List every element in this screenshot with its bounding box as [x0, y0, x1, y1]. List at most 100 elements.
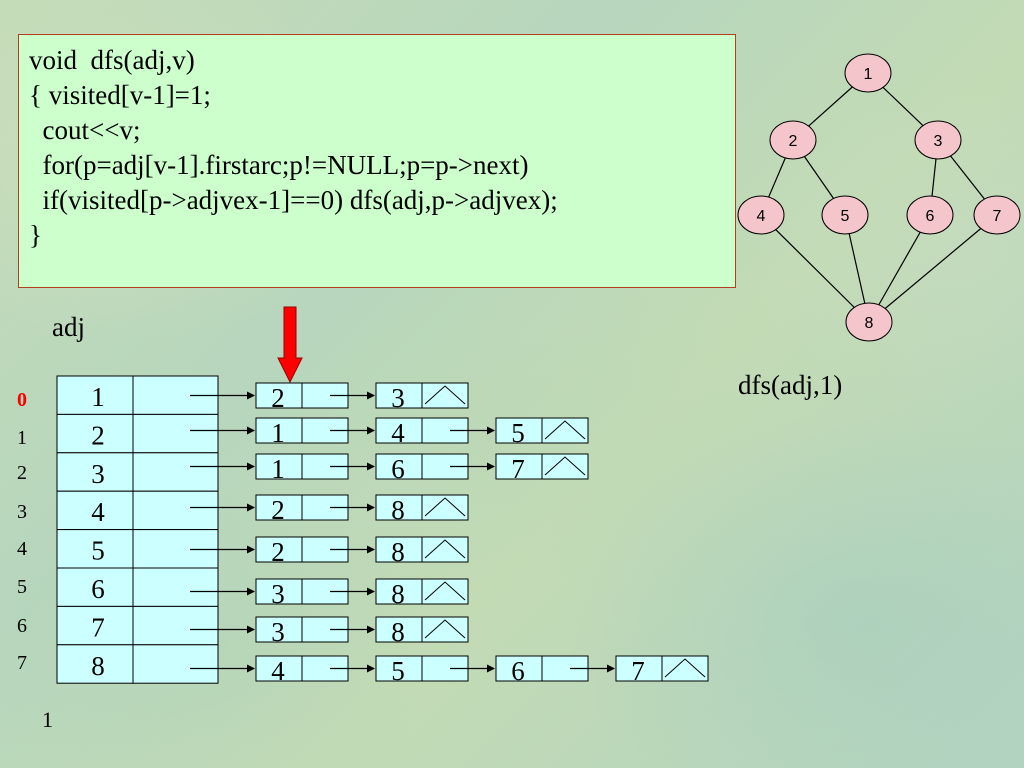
list-node-data [375, 453, 423, 480]
array-vertex-cell [56, 413, 134, 454]
code-line: { visited[v-1]=1; [29, 80, 211, 110]
graph-node [914, 120, 962, 160]
list-node-data [255, 417, 303, 444]
array-vertex-label: 6 [91, 574, 105, 604]
array-index: 2 [17, 462, 27, 484]
array-pointer-cell [132, 490, 219, 531]
list-node-value: 8 [391, 617, 405, 647]
array-index: 3 [17, 501, 27, 523]
list-node-value: 5 [511, 418, 525, 448]
list-node-value: 6 [391, 454, 405, 484]
list-node-value: 6 [511, 656, 525, 686]
graph-node-label: 2 [789, 133, 798, 150]
array-index: 6 [17, 615, 27, 637]
graph-node [737, 195, 785, 235]
list-node-next [421, 616, 469, 643]
list-node-next [421, 494, 469, 521]
list-node-value: 1 [271, 418, 285, 448]
list-node-next [541, 453, 589, 480]
list-node-next [421, 536, 469, 563]
null-pointer-icon [664, 658, 706, 678]
graph-node-label: 5 [841, 208, 850, 225]
graph-node [845, 302, 893, 342]
code-line: void dfs(adj,v) [29, 45, 195, 75]
code-line: for(p=adj[v-1].firstarc;p!=NULL;p=p->nex… [29, 150, 529, 180]
list-node-value: 4 [391, 418, 405, 448]
array-vertex-label: 5 [91, 536, 105, 566]
array-index: 5 [17, 576, 27, 598]
array-vertex-cell [56, 375, 134, 415]
array-index: 1 [17, 427, 27, 449]
list-node-next [661, 655, 709, 682]
null-pointer-icon [424, 497, 466, 517]
code-line: if(visited[p->adjvex-1]==0) dfs(adj,p->a… [29, 185, 558, 215]
array-index: 4 [17, 538, 27, 560]
array-vertex-label: 3 [91, 459, 105, 489]
null-pointer-icon [424, 539, 466, 559]
list-node-data [255, 453, 303, 480]
code-line: cout<<v; [29, 115, 141, 145]
list-node-value: 3 [271, 579, 285, 609]
list-node-value: 2 [271, 537, 285, 567]
graph-edge [868, 214, 998, 323]
list-node-value: 1 [271, 454, 285, 484]
graph-node-label: 4 [757, 208, 766, 225]
graph-node [844, 53, 892, 93]
traversal-output: 1 [42, 707, 53, 732]
array-vertex-label: 8 [91, 651, 105, 681]
list-node-data [375, 382, 423, 409]
list-node-data [375, 578, 423, 605]
null-pointer-icon [544, 420, 586, 440]
list-node-value: 8 [391, 537, 405, 567]
list-node-value: 4 [271, 656, 285, 686]
array-vertex-label: 2 [91, 420, 105, 450]
graph-node [906, 195, 954, 235]
array-pointer-cell [132, 452, 219, 492]
dfs-call-label: dfs(adj,1) [738, 370, 843, 400]
graph-edge [868, 214, 931, 323]
graph-node-label: 7 [993, 208, 1002, 225]
array-vertex-cell [56, 452, 134, 492]
array-vertex-label: 7 [91, 612, 105, 642]
list-node-data [375, 494, 423, 521]
list-node-value: 8 [391, 495, 405, 525]
list-node-data [615, 655, 663, 682]
array-vertex-cell [56, 490, 134, 531]
list-node-data [255, 655, 303, 682]
graph-node-label: 3 [934, 133, 943, 150]
list-node-data [495, 453, 543, 480]
array-vertex-cell [56, 644, 134, 684]
array-vertex-label: 4 [91, 497, 105, 527]
graph-node [973, 195, 1021, 235]
code-block: void dfs(adj,v) { visited[v-1]=1; cout<<… [18, 34, 736, 288]
list-node-data [255, 536, 303, 563]
current-pointer-arrow [277, 306, 303, 384]
list-node-value: 2 [271, 495, 285, 525]
list-node-next [541, 417, 589, 444]
array-vertex-cell [56, 567, 134, 607]
list-node-value: 7 [631, 656, 645, 686]
graph-node-label: 6 [926, 208, 935, 225]
list-node-data [255, 382, 303, 409]
code-line: } [29, 220, 42, 250]
array-index-highlighted: 0 [17, 389, 27, 411]
array-vertex-cell [56, 529, 134, 569]
list-node-value: 3 [391, 383, 405, 413]
null-pointer-icon [424, 581, 466, 601]
array-vertex-label: 1 [91, 382, 105, 412]
list-node-data [375, 616, 423, 643]
graph-node-label: 1 [864, 66, 873, 83]
list-node-value: 2 [271, 383, 285, 413]
array-pointer-cell [132, 644, 219, 684]
graph-edge [760, 214, 870, 323]
list-node-value: 3 [271, 617, 285, 647]
list-node-next [421, 382, 469, 409]
null-pointer-icon [544, 456, 586, 476]
list-node-value: 5 [391, 656, 405, 686]
array-index: 7 [17, 652, 27, 674]
list-node-data [255, 578, 303, 605]
array-pointer-cell [132, 605, 219, 646]
graph-node [769, 120, 817, 160]
list-node-value: 7 [511, 454, 525, 484]
list-node-data [375, 536, 423, 563]
